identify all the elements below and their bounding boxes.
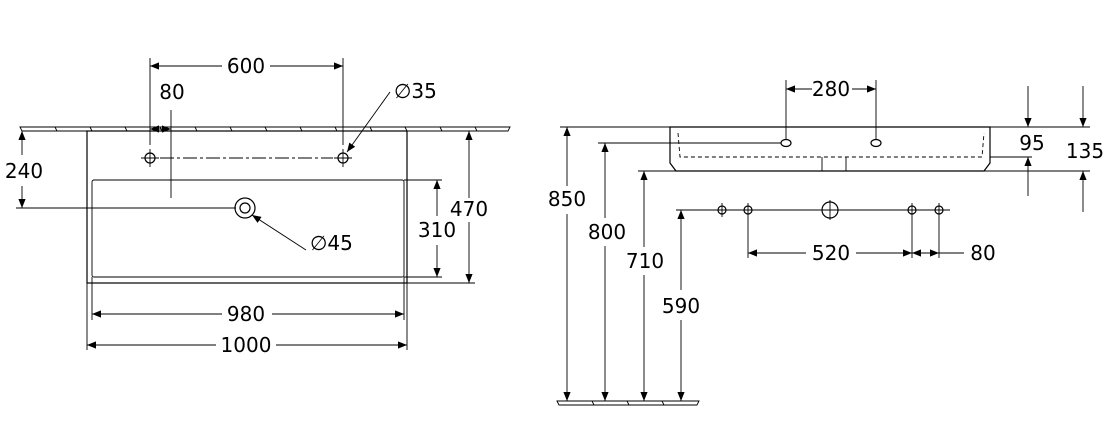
dim-850-label: 850 xyxy=(548,187,586,211)
dim-710-label: 710 xyxy=(626,249,664,273)
floor-strip xyxy=(556,400,700,406)
dim-1000-label: 1000 xyxy=(221,333,272,357)
tap-hole-left xyxy=(141,149,159,167)
top-view: 600 80 ∅35 240 ∅45 310 470 980 xyxy=(5,54,511,357)
dim-280-label: 280 xyxy=(812,77,850,101)
fixing-holes xyxy=(700,200,950,258)
hole-left-side xyxy=(780,138,792,148)
dim-dia35-label: ∅35 xyxy=(394,79,437,103)
dim-80-right-label: 80 xyxy=(970,241,995,265)
dim-135-label: 135 xyxy=(1066,139,1104,163)
hole-right-side xyxy=(870,138,882,148)
basin-outline xyxy=(86,130,408,284)
tap-hole-right xyxy=(334,149,352,167)
dim-80-label: 80 xyxy=(159,80,184,104)
dim-310-label: 310 xyxy=(418,218,456,242)
side-view: 280 95 135 850 800 710 xyxy=(548,77,1104,406)
dim-520-label: 520 xyxy=(812,241,850,265)
dim-600-label: 600 xyxy=(227,54,265,78)
counter-strip xyxy=(19,126,511,132)
dim-dia45-label: ∅45 xyxy=(310,231,353,255)
dim-470-label: 470 xyxy=(450,197,488,221)
dim-800-label: 800 xyxy=(588,220,626,244)
dim-590-label: 590 xyxy=(662,294,700,318)
dim-95-label: 95 xyxy=(1019,131,1044,155)
bowl-outline xyxy=(91,179,405,278)
dim-980-label: 980 xyxy=(227,302,265,326)
dim-240-label: 240 xyxy=(5,159,43,183)
basin-profile xyxy=(669,126,991,172)
